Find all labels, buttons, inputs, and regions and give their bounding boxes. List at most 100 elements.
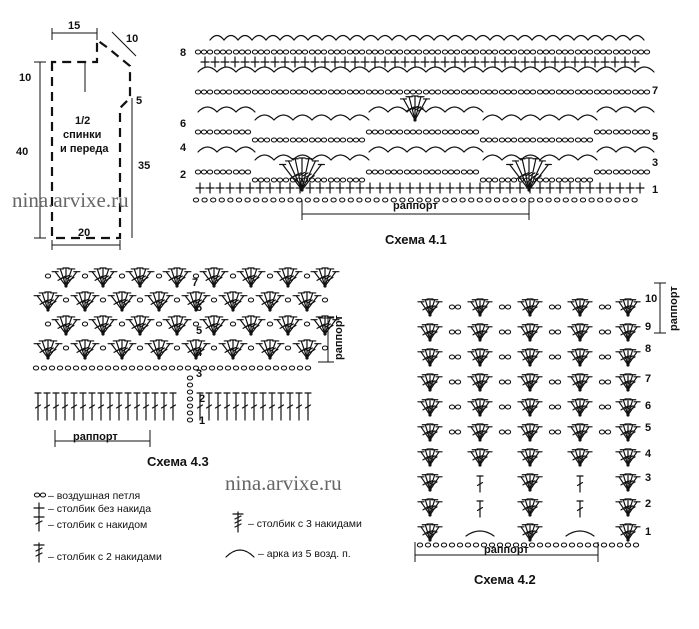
s42-vrepeat-label: раппорт	[668, 286, 680, 331]
dc-slash	[426, 504, 434, 510]
arch-chain	[273, 66, 294, 73]
chain-stitch	[567, 177, 575, 183]
chain-stitch	[631, 49, 639, 55]
s42-repeat-label: раппорт	[484, 544, 529, 556]
chain-stitch	[466, 49, 474, 55]
chain-stitch	[631, 89, 639, 95]
fan-base	[231, 308, 235, 312]
arch-chain	[520, 114, 541, 121]
chain-stitch	[327, 49, 335, 55]
chain-stitch	[244, 89, 252, 95]
fan-base	[428, 413, 432, 417]
chain-stitch	[266, 273, 274, 279]
double-crochet	[471, 349, 481, 366]
dc-slash	[118, 346, 126, 352]
dc-slash	[624, 329, 632, 335]
dc-slash	[529, 480, 536, 485]
dc-slash	[303, 346, 311, 352]
chain-stitch	[321, 197, 329, 203]
arch-chain	[197, 106, 218, 113]
double-crochet	[627, 526, 641, 541]
dc-slash	[158, 299, 165, 304]
double-crochet	[476, 423, 484, 441]
double-crochet	[124, 392, 132, 421]
chain-stitch	[289, 89, 297, 95]
double-crochet	[579, 449, 589, 466]
double-crochet	[223, 292, 234, 311]
double-crochet	[627, 301, 641, 316]
double-crochet	[65, 268, 76, 287]
dc-slash	[50, 348, 57, 353]
double-crochet	[186, 340, 197, 359]
double-crochet	[579, 376, 593, 391]
double-crochet	[571, 449, 581, 466]
dc-slash	[87, 300, 94, 305]
dc-slash	[529, 430, 536, 435]
dc-slash	[576, 304, 584, 310]
dc-slash	[426, 479, 434, 485]
chain-stitch	[548, 329, 556, 335]
dc-slash	[205, 404, 213, 409]
chain-stitch	[296, 197, 303, 203]
stitch-fan	[255, 339, 285, 360]
fan-base	[478, 413, 482, 417]
dc-slash	[531, 356, 538, 361]
chain-stitch	[213, 169, 221, 175]
chain-stitch	[155, 273, 163, 279]
dc-slash	[431, 506, 438, 511]
dc-slash	[479, 430, 486, 435]
dc-slash	[627, 355, 634, 360]
chain-stitch	[504, 404, 512, 410]
chain-stitch	[612, 89, 620, 95]
chain-stitch	[186, 389, 194, 395]
dc-slash	[622, 505, 629, 510]
dc-slash	[34, 404, 42, 409]
fan-base	[300, 188, 304, 192]
chain-stitch	[219, 49, 227, 55]
dc-slash	[306, 299, 313, 304]
double-crochet	[429, 501, 443, 516]
chain-stitch	[618, 89, 626, 95]
single-crochet	[430, 56, 440, 68]
stitch-fan	[107, 339, 137, 360]
dc-slash	[414, 106, 422, 111]
legend-tr: – столбик с 2 накидами	[48, 551, 162, 563]
single-crochet	[445, 182, 455, 194]
chain-stitch	[466, 169, 474, 175]
single-crochet	[285, 182, 295, 194]
fan-base	[428, 538, 432, 542]
s42-row-1: 1	[645, 526, 651, 538]
arch-chain	[539, 66, 560, 73]
stitch-fan	[467, 348, 493, 367]
fan-base	[428, 463, 432, 467]
double-crochet	[526, 448, 534, 466]
dc-slash	[62, 274, 70, 280]
chain-stitch	[548, 89, 556, 95]
chain-stitch	[282, 49, 290, 55]
chain-stitch	[247, 297, 255, 303]
chain-stitch	[574, 137, 582, 143]
dc-slash	[576, 481, 584, 487]
double-crochet	[476, 323, 484, 341]
chain-stitch	[453, 169, 461, 175]
chain-stitch	[128, 365, 136, 371]
double-crochet	[304, 392, 312, 421]
stitch-fan	[517, 398, 543, 417]
double-crochet	[571, 424, 581, 441]
chain-stitch	[320, 49, 328, 55]
arch-chain	[349, 114, 370, 121]
pattern-label-3: и переда	[60, 143, 109, 155]
stitch-fan	[88, 267, 118, 288]
double-crochet	[476, 475, 484, 493]
dc-slash	[192, 346, 200, 352]
stitch-fan	[517, 423, 543, 442]
double-crochet	[627, 451, 641, 466]
double-crochet	[476, 298, 484, 316]
arch-chain	[321, 34, 337, 41]
double-crochet	[479, 374, 489, 391]
single-crochet	[225, 182, 235, 194]
double-crochet	[476, 398, 484, 416]
double-crochet	[526, 323, 534, 341]
chain-stitch	[227, 197, 234, 203]
arch-chain	[330, 66, 351, 73]
